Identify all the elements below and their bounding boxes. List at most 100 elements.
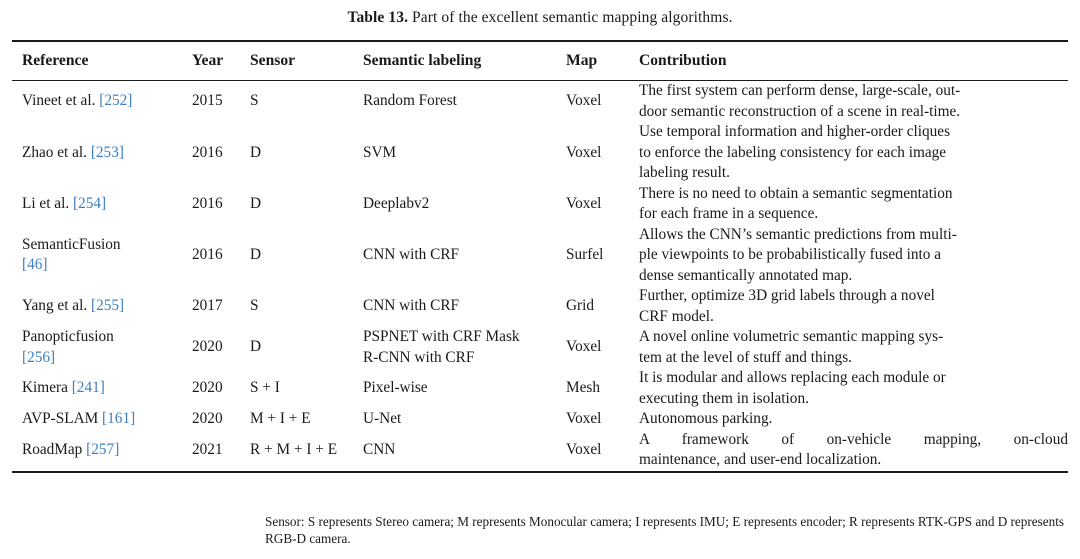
reference-citation[interactable]: [255] [90, 297, 125, 315]
cell-year: 2020 [192, 338, 223, 356]
table-rule-header [12, 80, 1068, 81]
cell-reference: RoadMap [257] [12, 430, 182, 471]
cell-contribution: Allows the CNN’s semantic predictions fr… [629, 225, 1068, 287]
table-caption: Table 13. Part of the excellent semantic… [0, 8, 1080, 28]
contribution-line: executing them in isolation. [639, 389, 809, 407]
cell-year: 2016 [192, 246, 223, 263]
column-header-map: Map [566, 52, 598, 69]
cell-sensor: D [250, 338, 262, 356]
contribution-line: maintenance, and user-end localization. [639, 451, 882, 468]
cell-map: Voxel [566, 440, 602, 458]
caption-label: Table 13. [347, 9, 409, 26]
cell-map: Voxel [566, 410, 602, 427]
reference-name: Zhao et al. [22, 143, 91, 161]
contribution-line: labeling result. [639, 164, 730, 181]
contribution-line: ple viewpoints to be probabilistically f… [639, 246, 942, 263]
contribution-line: tem at the level of stuff and things. [639, 348, 852, 366]
cell-sem: SVM [363, 143, 397, 161]
reference-citation[interactable]: [252] [99, 92, 133, 110]
cell-sensor: S + I [250, 379, 280, 397]
contribution-line: Allows the CNN’s semantic predictions fr… [639, 225, 957, 243]
reference-citation[interactable]: [256] [22, 348, 56, 366]
reference-name: Li et al. [22, 194, 73, 212]
cell-reference: AVP-SLAM [161] [12, 409, 182, 430]
cell-sem: CNN [363, 440, 396, 458]
cell-contribution: It is modular and allows replacing each … [629, 368, 1068, 409]
cell-year: 2020 [192, 410, 223, 427]
reference-citation[interactable]: [46] [22, 256, 48, 274]
cell-sem: CNN with CRF [363, 297, 460, 315]
cell-reference: Vineet et al. [252] [12, 81, 182, 122]
contribution-line: A novel online volumetric semantic mappi… [639, 328, 944, 345]
table-row: Yang et al. [255] 2017 S CNN with CRF Grid Fu… [12, 286, 1068, 327]
contribution-line: to enforce the labeling consistency for … [639, 143, 947, 161]
cell-reference: Yang et al. [255] [12, 286, 182, 327]
reference-name: Panopticfusion [22, 328, 114, 345]
cell-map: Voxel [566, 194, 602, 212]
cell-year: 2017 [192, 297, 223, 315]
cell-sem: Pixel-wise [363, 379, 428, 397]
cell-sensor: S [250, 297, 259, 315]
reference-citation[interactable]: [253] [90, 143, 124, 161]
reference-citation[interactable]: [254] [72, 194, 107, 212]
reference-citation[interactable]: [161] [102, 410, 136, 427]
cell-sem: Random Forest [363, 92, 457, 110]
cell-year: 2016 [192, 194, 223, 212]
contribution-line: A framework of on-vehicle mapping, on-cl… [639, 430, 1068, 448]
cell-reference: SemanticFusion [46] [12, 225, 182, 287]
cell-sensor: D [250, 194, 262, 212]
cell-map: Voxel [566, 338, 602, 356]
reference-name: Vineet et al. [22, 92, 100, 110]
contribution-line: dense semantically annotated map. [639, 266, 853, 284]
reference-name: Kimera [22, 379, 72, 397]
cell-sensor: S [250, 92, 259, 110]
cell-sensor: D [250, 246, 262, 263]
cell-sem: Deeplabv2 [363, 194, 430, 212]
reference-name: Yang et al. [22, 297, 91, 315]
contribution-line: Further, optimize 3D grid labels through… [639, 287, 935, 304]
cell-year: 2015 [192, 92, 223, 110]
contribution-line: It is modular and allows replacing each … [639, 369, 946, 386]
cell-reference: Zhao et al. [253] [12, 122, 182, 184]
reference-citation[interactable]: [257] [86, 440, 120, 458]
reference-name: AVP-SLAM [22, 410, 103, 427]
column-header-reference: Reference [22, 52, 89, 69]
cell-sem: CNN with CRF [363, 246, 460, 263]
cell-contribution: Use temporal information and higher-orde… [629, 122, 1068, 184]
cell-year: 2016 [192, 143, 223, 161]
table-container: Reference Year Sensor Semantic labeling … [12, 40, 1068, 473]
cell-reference: Panopticfusion [256] [12, 327, 182, 368]
contribution-line: door semantic reconstruction of a scene … [639, 102, 961, 120]
cell-map: Grid [566, 297, 595, 315]
cell-contribution: A novel online volumetric semantic mappi… [629, 327, 1068, 368]
contribution-line: for each frame in a sequence. [639, 205, 819, 222]
contribution-line: The first system can perform dense, larg… [639, 82, 961, 99]
contribution-line: Use temporal information and higher-orde… [639, 123, 951, 140]
cell-map: Voxel [566, 92, 602, 110]
cell-contribution: Autonomous parking. [629, 409, 1068, 430]
cell-year: 2020 [192, 379, 223, 397]
cell-map: Mesh [566, 379, 600, 397]
cell-contribution: The first system can perform dense, larg… [629, 81, 1068, 122]
reference-name: SemanticFusion [22, 235, 121, 253]
reference-citation[interactable]: [241] [71, 379, 105, 397]
contribution-line: Autonomous parking. [639, 410, 773, 427]
table-header: Reference Year Sensor Semantic labeling … [12, 42, 1068, 80]
cell-reference: Li et al. [254] [12, 184, 182, 225]
table-footnote: Sensor: S represents Stereo camera; M re… [265, 513, 1071, 547]
cell-reference: Kimera [241] [12, 368, 182, 409]
cell-year: 2021 [192, 440, 223, 458]
contribution-line: CRF model. [639, 307, 714, 325]
reference-name: RoadMap [22, 440, 87, 458]
footnote-line-1: Sensor: S represents Stereo camera; M re… [265, 514, 858, 529]
column-header-year: Year [192, 52, 224, 69]
table-row: Vineet et al. [252] 2015 S Random Forest Vox… [12, 81, 1068, 122]
